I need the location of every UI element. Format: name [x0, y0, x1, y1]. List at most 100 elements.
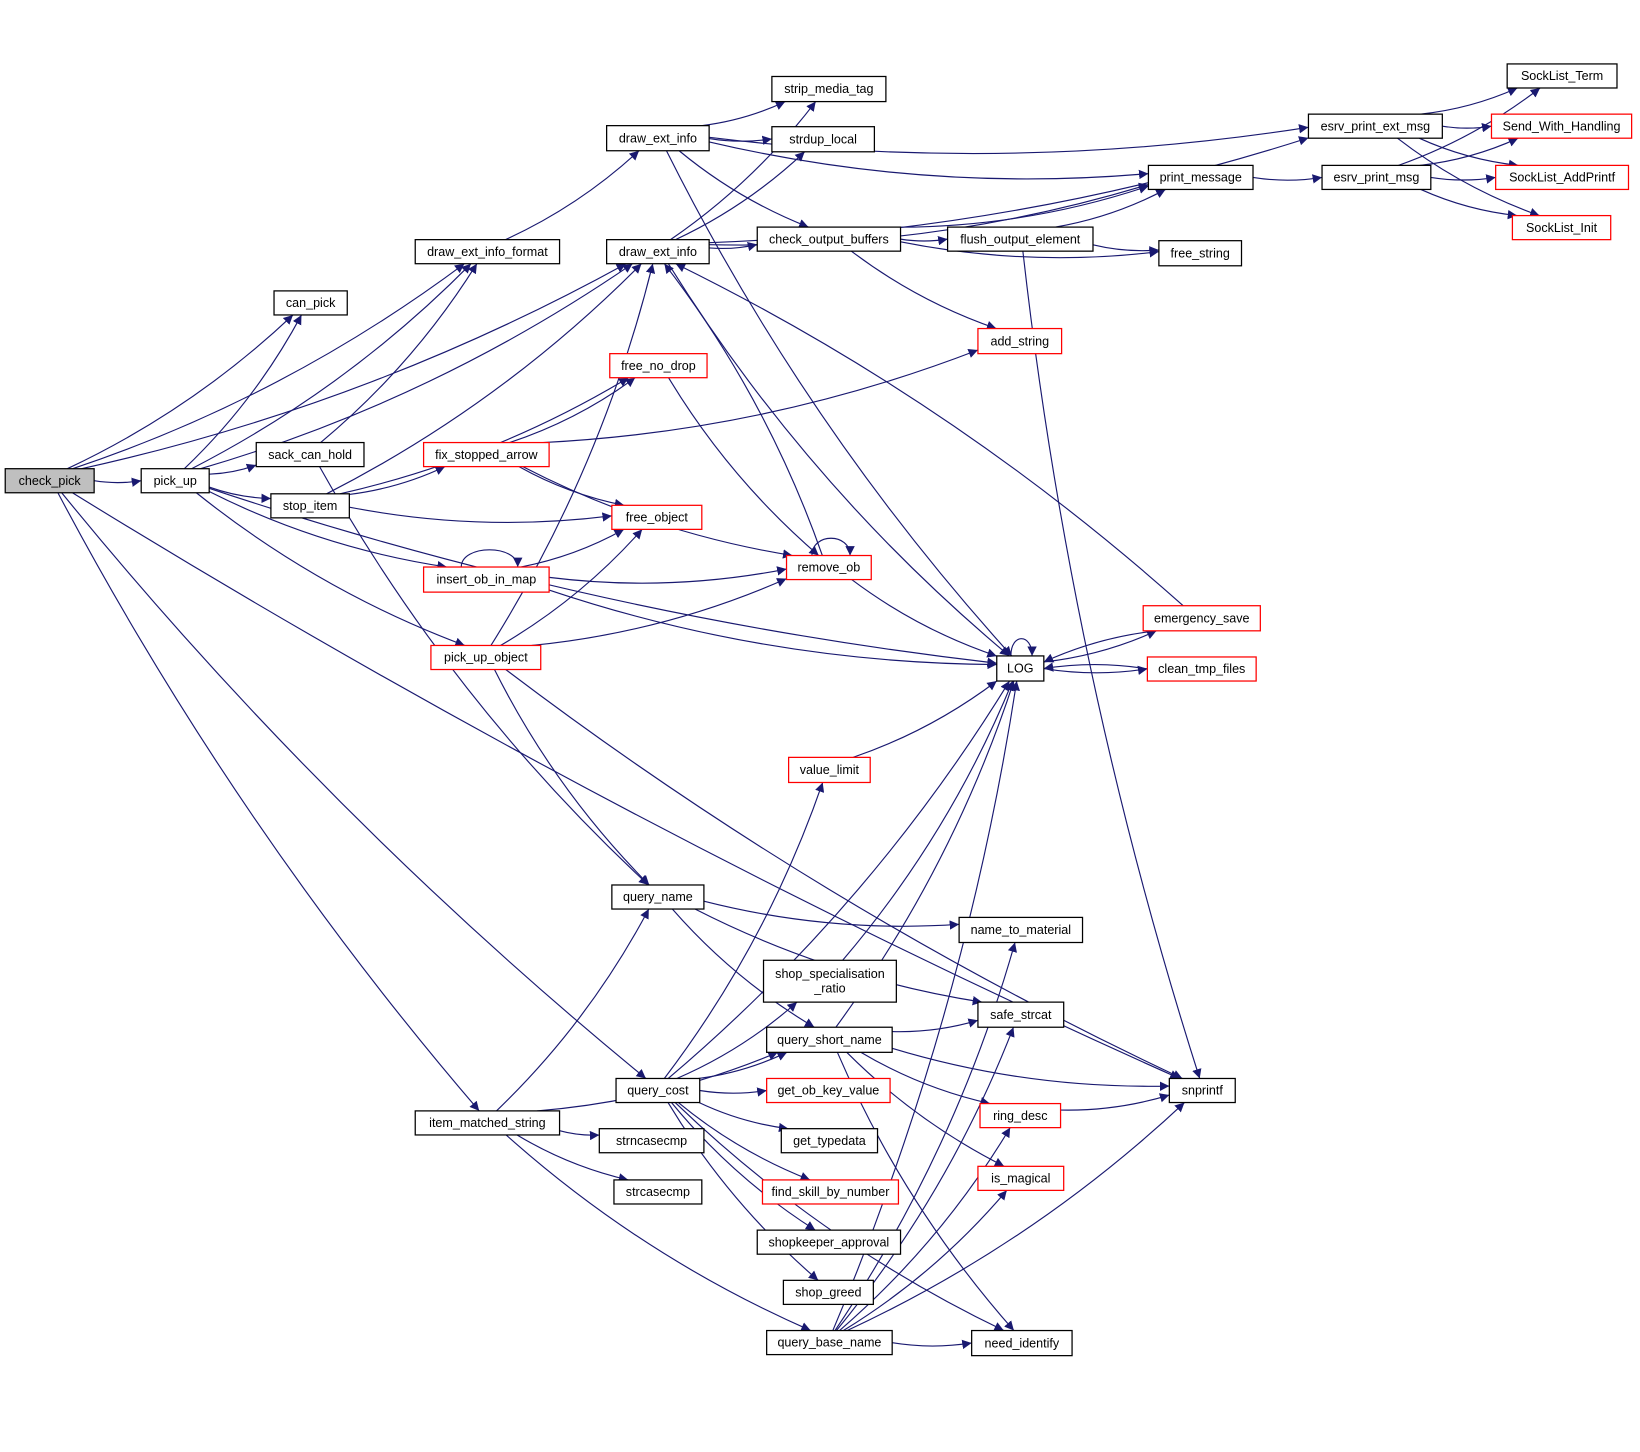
node-SockList_AddPrintf[interactable]: SockList_AddPrintf — [1495, 164, 1630, 191]
node-draw_ext_info_a[interactable]: draw_ext_info — [606, 125, 710, 152]
node-label: strncasecmp — [616, 1134, 687, 1148]
node-snprintf[interactable]: snprintf — [1168, 1077, 1236, 1104]
node-label: sack_can_hold — [268, 448, 352, 462]
edge-check_pick-to-draw_ext_info_format — [72, 263, 465, 470]
node-query_short_name[interactable]: query_short_name — [766, 1026, 893, 1053]
node-label: fix_stopped_arrow — [435, 448, 538, 462]
node-draw_ext_info_format[interactable]: draw_ext_info_format — [414, 239, 561, 265]
edge-draw_ext_info_b-to-strip_media_tag — [670, 101, 817, 241]
edge-pick_up-to-LOG — [209, 487, 997, 667]
node-strdup_local[interactable]: strdup_local — [771, 126, 876, 153]
node-box — [1142, 605, 1261, 632]
node-name_to_material[interactable]: name_to_material — [958, 916, 1084, 944]
node-emergency_save[interactable]: emergency_save — [1142, 605, 1261, 632]
node-add_string[interactable]: add_string — [977, 327, 1063, 355]
node-free_object[interactable]: free_object — [611, 504, 703, 530]
node-remove_ob[interactable]: remove_ob — [785, 554, 872, 581]
edge-remove_ob-to-remove_ob — [811, 537, 855, 556]
node-safe_strcat[interactable]: safe_strcat — [977, 1001, 1065, 1028]
node-shop_greed[interactable]: shop_greed — [782, 1279, 874, 1306]
edge-draw_ext_info_a-to-LOG — [665, 150, 1013, 657]
edge-insert_ob_in_map-to-remove_ob — [549, 566, 787, 584]
edge-query_short_name-to-is_magical — [846, 1051, 1005, 1167]
edge-pick_up-to-pick_up_object — [195, 492, 465, 647]
edge-query_cost-to-get_ob_key_value — [699, 1087, 767, 1097]
node-LOG[interactable]: LOG — [996, 655, 1045, 682]
node-box — [613, 1179, 703, 1205]
node-shopkeeper_approval[interactable]: shopkeeper_approval — [756, 1229, 902, 1255]
node-need_identify[interactable]: need_identify — [971, 1329, 1073, 1357]
node-esrv_print_msg[interactable]: esrv_print_msg — [1321, 164, 1432, 191]
node-value_limit[interactable]: value_limit — [787, 756, 871, 784]
node-fix_stopped_arrow[interactable]: fix_stopped_arrow — [422, 441, 550, 468]
node-query_name[interactable]: query_name — [611, 884, 705, 910]
edge-query_base_name-to-is_magical — [843, 1190, 1008, 1332]
node-box — [977, 1001, 1065, 1028]
node-shop_specialisation_ratio[interactable]: shop_specialisation_ratio — [762, 959, 897, 1003]
node-check_pick[interactable]: check_pick — [4, 468, 95, 494]
edge-stop_item-to-free_no_drop — [339, 377, 629, 495]
edge-pick_up_object-to-free_object — [500, 528, 643, 646]
edge-draw_ext_info_format-to-draw_ext_info_a — [505, 150, 640, 241]
node-box — [766, 1329, 893, 1356]
node-find_skill_by_number[interactable]: find_skill_by_number — [761, 1179, 900, 1205]
edge-check_pick-to-pick_up — [94, 477, 142, 487]
node-box — [1506, 63, 1618, 89]
edge-fix_stopped_arrow-to-free_no_drop — [509, 377, 636, 444]
edge-LOG-to-LOG — [1010, 638, 1037, 656]
node-label: remove_ob — [797, 561, 860, 575]
edge-check_output_buffers-to-add_string — [851, 250, 997, 330]
node-item_matched_string[interactable]: item_matched_string — [414, 1110, 561, 1136]
edge-stop_item-to-draw_ext_info_b — [326, 263, 642, 495]
node-box — [761, 1179, 900, 1205]
node-print_message[interactable]: print_message — [1147, 164, 1254, 191]
node-label: query_name — [623, 890, 693, 904]
edge-pick_up-to-sack_can_hold — [209, 463, 257, 475]
edge-query_cost-to-find_skill_by_number — [677, 1102, 811, 1181]
node-label: get_ob_key_value — [777, 1084, 879, 1098]
edge-pick_up_object-to-snprintf — [505, 669, 1183, 1079]
node-label: shop_specialisation — [775, 967, 885, 981]
node-box — [1307, 113, 1443, 139]
edge-insert_ob_in_map-to-LOG — [548, 589, 997, 670]
node-box — [1146, 656, 1257, 682]
node-free_string[interactable]: free_string — [1158, 240, 1243, 267]
edge-emergency_save-to-draw_ext_info_b — [675, 263, 1184, 607]
node-get_ob_key_value[interactable]: get_ob_key_value — [766, 1077, 891, 1104]
node-clean_tmp_files[interactable]: clean_tmp_files — [1146, 656, 1257, 682]
node-box — [771, 75, 887, 103]
edge-esrv_print_ext_msg-to-SockList_Term — [1420, 87, 1518, 115]
node-query_cost[interactable]: query_cost — [615, 1077, 701, 1104]
node-stop_item[interactable]: stop_item — [270, 493, 350, 519]
edge-esrv_print_msg-to-SockList_AddPrintf — [1430, 174, 1496, 184]
node-flush_output_element[interactable]: flush_output_element — [946, 226, 1094, 252]
node-get_typedata[interactable]: get_typedata — [780, 1128, 879, 1154]
edge-pick_up-to-can_pick — [183, 314, 302, 470]
node-is_magical[interactable]: is_magical — [977, 1165, 1065, 1192]
node-strip_media_tag[interactable]: strip_media_tag — [771, 75, 887, 103]
edge-sack_can_hold-to-draw_ext_info_format — [320, 263, 478, 443]
node-esrv_print_ext_msg[interactable]: esrv_print_ext_msg — [1307, 113, 1443, 139]
node-box — [422, 566, 550, 593]
node-box — [1321, 164, 1432, 191]
node-Send_With_Handling[interactable]: Send_With_Handling — [1490, 113, 1633, 139]
node-pick_up_object[interactable]: pick_up_object — [430, 644, 542, 671]
node-draw_ext_info_b[interactable]: draw_ext_info — [606, 239, 710, 265]
node-box — [785, 554, 872, 581]
node-strncasecmp[interactable]: strncasecmp — [598, 1128, 705, 1154]
node-query_base_name[interactable]: query_base_name — [766, 1329, 893, 1356]
edge-check_output_buffers-to-flush_output_element — [900, 235, 948, 246]
node-check_output_buffers[interactable]: check_output_buffers — [756, 226, 902, 252]
node-pick_up[interactable]: pick_up — [140, 468, 210, 494]
node-ring_desc[interactable]: ring_desc — [979, 1102, 1062, 1129]
node-insert_ob_in_map[interactable]: insert_ob_in_map — [422, 566, 550, 593]
node-strcasecmp[interactable]: strcasecmp — [613, 1179, 703, 1205]
node-box — [414, 239, 561, 265]
node-sack_can_hold[interactable]: sack_can_hold — [255, 441, 365, 468]
node-SockList_Init[interactable]: SockList_Init — [1511, 214, 1612, 241]
node-can_pick[interactable]: can_pick — [273, 290, 348, 316]
node-free_no_drop[interactable]: free_no_drop — [609, 353, 708, 379]
node-SockList_Term[interactable]: SockList_Term — [1506, 63, 1618, 89]
node-box — [255, 441, 365, 468]
edge-query_cost-to-shop_greed — [667, 1102, 819, 1281]
